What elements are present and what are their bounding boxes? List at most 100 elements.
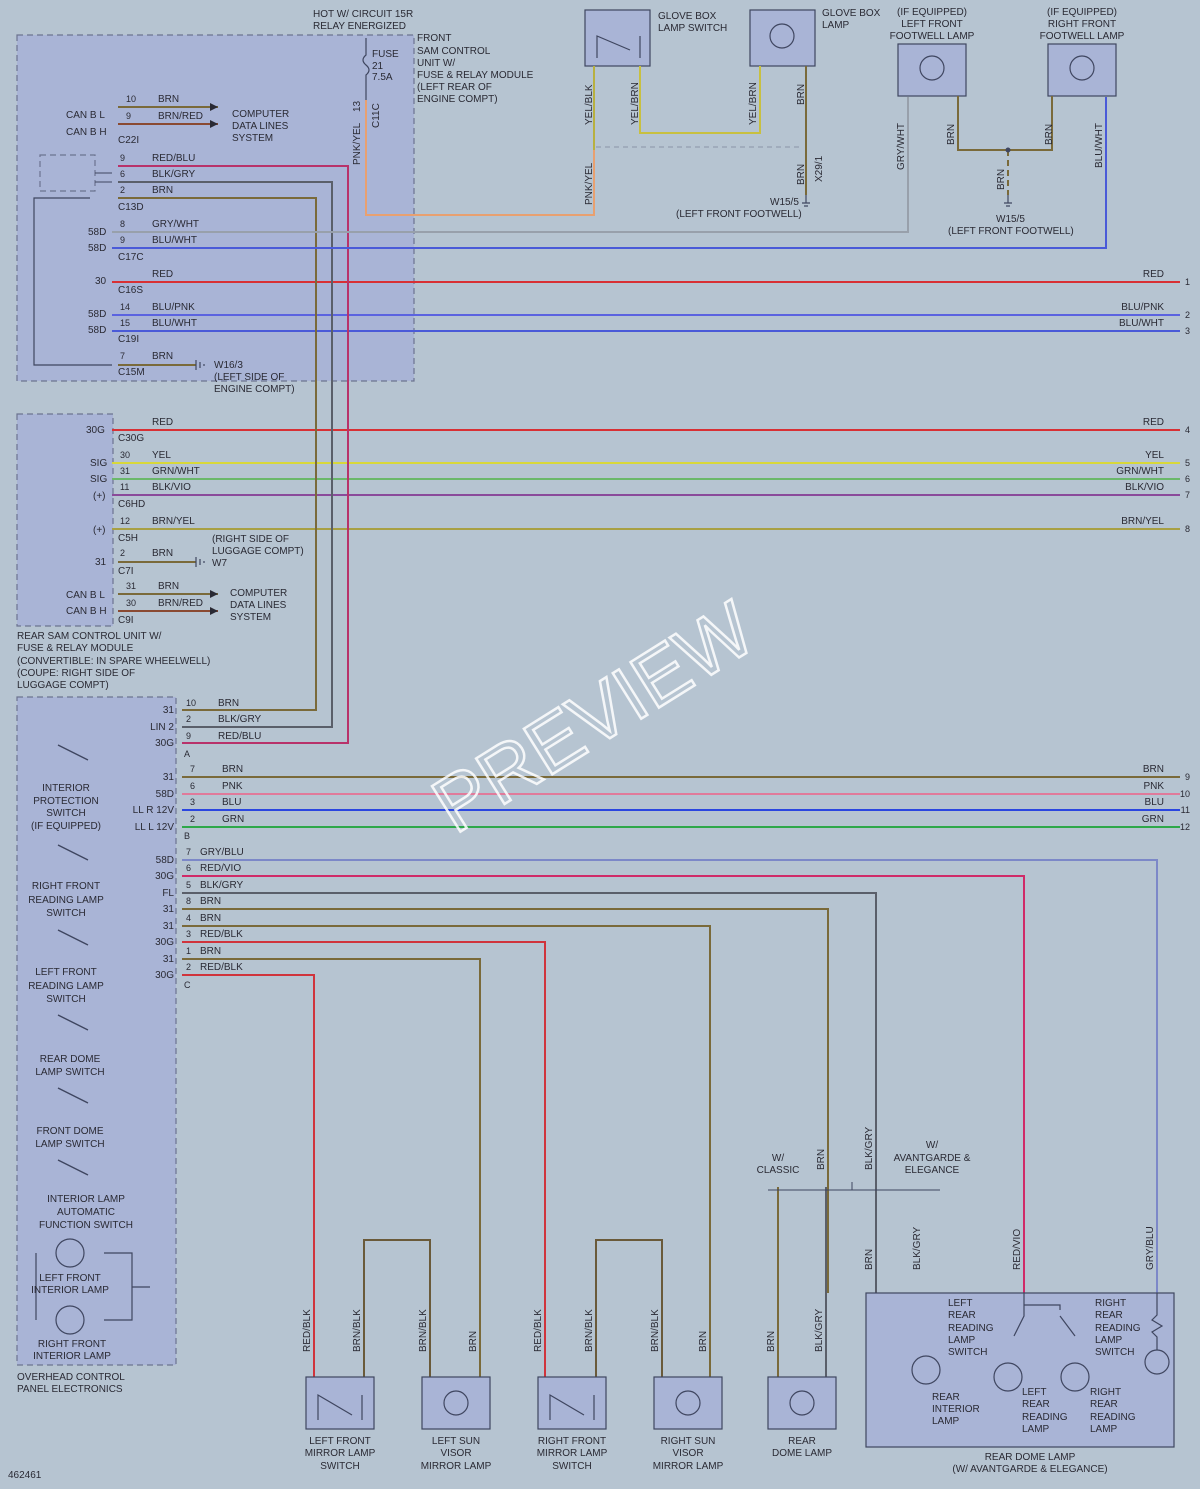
pin-number: 7 (186, 847, 191, 857)
rear-switch-contacts (1013, 1293, 1076, 1337)
wire-red-blk-right-switch (182, 941, 546, 1377)
bus-pin-number: 3 (190, 797, 195, 807)
bus-right-label: PNK (1143, 781, 1164, 792)
wire-label: BRN (946, 124, 957, 145)
bus-wire-label: BRN/RED (158, 598, 203, 609)
arrow-icon (210, 103, 218, 111)
ground-w7 (195, 557, 205, 567)
left-front-interior-bulb-icon (55, 1238, 85, 1268)
bus-right-label: BLU (1145, 797, 1164, 808)
switch-label: FUNCTION SWITCH (39, 1220, 133, 1231)
connector-label: C9I (118, 615, 134, 626)
bus-pin-number: 31 (120, 466, 130, 476)
overhead-pin: 31 (163, 904, 175, 915)
computer-data-lines-label: COMPUTER (230, 588, 287, 599)
lamp-label: LAMP (1022, 1424, 1050, 1435)
overhead-pin: 30G (155, 738, 174, 749)
wire-label: BRN (996, 169, 1007, 190)
wire-label: GRY/WHT (152, 219, 199, 230)
bus-edge-number: 5 (1185, 458, 1190, 468)
rear-sam-title-line: (CONVERTIBLE: IN SPARE WHEELWELL) (17, 656, 210, 667)
switch-label: (IF EQUIPPED) (31, 821, 101, 832)
wire-label: BRN (816, 1149, 827, 1170)
wire-label: BLU/WHT (1094, 123, 1105, 168)
wire-label: GRY/BLU (1145, 1226, 1156, 1270)
bus-pin-number: 10 (126, 94, 136, 104)
lamp-label: LAMP (932, 1416, 960, 1427)
front-sam-title: FRONT SAM CONTROL UNIT W/ FUSE & RELAY M… (417, 33, 534, 105)
front-sam-internal-wire (33, 197, 112, 366)
can-b-l-pin: CAN B L (66, 110, 105, 121)
overhead-pin: LL R 12V (133, 805, 175, 816)
wire-label: PNK/YEL (584, 162, 595, 205)
bus-pin-number: 12 (120, 516, 130, 526)
front-sam-title-line: FRONT (417, 33, 451, 44)
component-label: MIRROR LAMP (653, 1461, 724, 1472)
wire-label: BRN (796, 84, 807, 105)
pin-plus: (+) (93, 491, 106, 502)
wire-label: BRN (200, 913, 221, 924)
bus-pin-number: 15 (120, 318, 130, 328)
left-footwell-lamp (897, 43, 967, 97)
wire-label: BRN/BLK (418, 1309, 429, 1352)
overhead-pin: 30G (155, 937, 174, 948)
wire-label: BRN (218, 698, 239, 709)
lamp-label: LEFT FRONT (39, 1273, 100, 1284)
right-front-interior-bulb-icon (55, 1305, 85, 1335)
front-sam-title-line: ENGINE COMPT) (417, 94, 498, 105)
overhead-pin: 58D (156, 789, 174, 800)
pin-number: 6 (120, 169, 125, 179)
component-label: LEFT FRONT (901, 19, 962, 30)
wire-label: BRN (796, 164, 807, 185)
bus-edge-number: 12 (1180, 822, 1190, 832)
wire-label: YEL/BLK (584, 84, 595, 125)
lamp-label: INTERIOR (932, 1404, 980, 1415)
wire-label: BRN (1044, 124, 1055, 145)
pin-number: 8 (120, 219, 125, 229)
front-sam-wires (112, 97, 1107, 744)
bus-right-label: BRN/YEL (1121, 516, 1164, 527)
switch-label: INTERIOR LAMP (47, 1194, 125, 1205)
bus-wire-label: GRN/WHT (152, 466, 200, 477)
front-sam-title-line: SAM CONTROL (417, 46, 491, 57)
rear-interior-bulb-icon (911, 1355, 941, 1385)
left-rear-reading-bulb-icon (993, 1362, 1023, 1392)
connector-c11c-label: C11C (371, 103, 382, 128)
lamp-label: RIGHT FRONT (38, 1339, 106, 1350)
pin-13-label: 13 (352, 100, 363, 112)
overhead-lamp-wiring (35, 1252, 150, 1321)
bus-wire-label: BRN (158, 94, 179, 105)
switch-label: SWITCH (46, 908, 85, 919)
wire-label: BRN/BLK (584, 1309, 595, 1352)
wire-red-vio (182, 875, 1025, 1293)
glove-lamp-bulb-icon (769, 23, 795, 49)
overhead-pin: 30G (155, 970, 174, 981)
component-label: MIRROR LAMP (421, 1461, 492, 1472)
connector-label: C6HD (118, 499, 145, 510)
connector-label: C13D (118, 202, 144, 213)
front-sam-title-line: UNIT W/ (417, 58, 455, 69)
hot-circuit-label: HOT W/ CIRCUIT 15R (313, 9, 413, 20)
overhead-pin: 31 (163, 921, 175, 932)
computer-data-lines-label: DATA LINES (232, 121, 289, 132)
overhead-pin: LL L 12V (135, 822, 175, 833)
wire-label: RED/BLK (302, 1309, 313, 1352)
component-label: FOOTWELL LAMP (1040, 31, 1125, 42)
splice-dot (1005, 147, 1011, 153)
ground-label: (LEFT FRONT FOOTWELL) (676, 209, 802, 220)
bus-edge-number: 7 (1185, 490, 1190, 500)
ground-symbols (195, 195, 1012, 567)
fuse-label: 7.5A (372, 72, 393, 83)
component-label: RIGHT FRONT (1048, 19, 1116, 30)
pin-number: 2 (120, 548, 125, 558)
pin-sig: SIG (90, 474, 107, 485)
overhead-pin: LIN 2 (150, 722, 174, 733)
switch-label: LAMP SWITCH (35, 1139, 104, 1150)
wire-label: RED/BLK (200, 929, 243, 940)
overhead-panel-box (16, 696, 177, 1366)
switch-label: LEFT FRONT (35, 967, 96, 978)
left-sun-visor-lamp (421, 1376, 491, 1430)
rear-dome-bulb-icon (789, 1390, 815, 1416)
option-label: ELEGANCE (905, 1165, 960, 1176)
